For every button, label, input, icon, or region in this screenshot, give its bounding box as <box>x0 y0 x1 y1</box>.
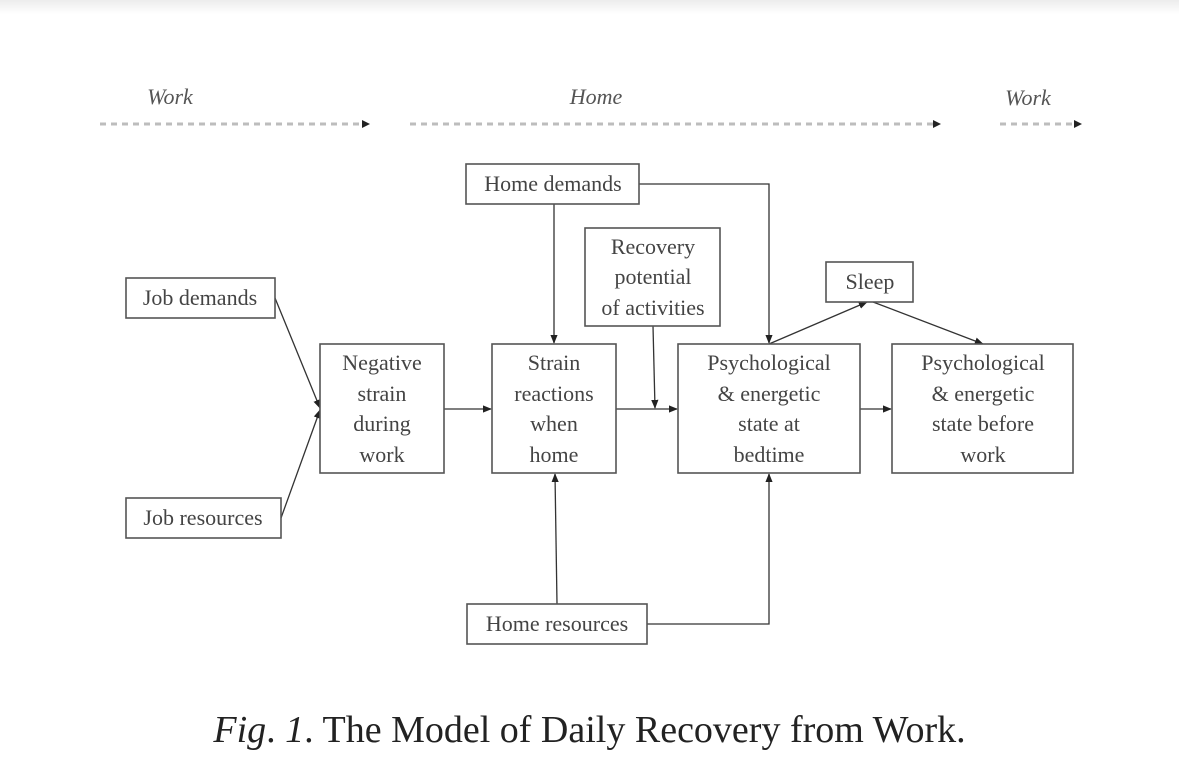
node-label: Job resources <box>143 505 262 530</box>
node-label-line: Strain <box>528 350 581 375</box>
edge-recovery-potential-moderator <box>651 325 659 409</box>
node-home-demands: Home demands <box>465 163 640 205</box>
edge-psych-bedtime-to-sleep <box>768 301 868 345</box>
node-label-line: potential <box>615 264 692 289</box>
node-job-resources: Job resources <box>125 497 282 539</box>
node-label-line: Psychological <box>707 350 830 375</box>
node-label-line: of activities <box>601 295 704 320</box>
figure-caption: Fig. 1. The Model of Daily Recovery from… <box>213 709 966 751</box>
edge-sleep-to-psych-before-work <box>872 301 984 345</box>
node-label: Home demands <box>484 171 621 196</box>
node-psych-before-work: Psychological & energetic state before w… <box>891 343 1074 474</box>
node-label-line: Negative <box>342 350 421 375</box>
node-label-line: bedtime <box>734 442 805 467</box>
node-label-line: work <box>960 442 1005 467</box>
node-label: Job demands <box>143 285 257 310</box>
node-home-resources: Home resources <box>466 603 648 645</box>
caption-fig-prefix: Fig <box>213 709 267 751</box>
node-label-line: state at <box>738 411 800 436</box>
phase-label-work-before: Work <box>147 84 194 109</box>
node-psych-bedtime: Psychological & energetic state at bedti… <box>677 343 861 474</box>
node-label-line: home <box>530 442 579 467</box>
edge-home-resources-to-psych-bedtime <box>647 473 773 625</box>
node-label-line: state before <box>932 411 1034 436</box>
node-recovery-potential: Recovery potential of activities <box>584 227 721 327</box>
node-label-line: & energetic <box>718 381 821 406</box>
recovery-model-diagram: Work Home Work Job demands Job resources… <box>100 84 1082 645</box>
node-label-line: & energetic <box>932 381 1035 406</box>
caption-fig-number: 1 <box>285 709 305 751</box>
caption-text: The Model of Daily Recovery from Work. <box>322 709 966 751</box>
node-label-line: during <box>353 411 410 436</box>
node-label-line: Psychological <box>921 350 1044 375</box>
edge-home-resources-to-strain-reactions <box>551 473 559 605</box>
node-label-line: Recovery <box>611 234 695 259</box>
edge-home-demands-to-psych-bedtime <box>639 183 773 344</box>
node-label-line: when <box>530 411 578 436</box>
top-shadow <box>0 0 1179 14</box>
phase-arrowhead-work-before <box>362 120 370 128</box>
node-label-line: strain <box>358 381 407 406</box>
node-negative-strain: Negative strain during work <box>319 343 445 474</box>
node-label-line: reactions <box>514 381 593 406</box>
phase-label-home: Home <box>569 84 623 109</box>
node-job-demands: Job demands <box>125 277 276 319</box>
phase-arrowhead-work-after <box>1074 120 1082 128</box>
node-label: Sleep <box>846 269 895 294</box>
phase-label-work-after: Work <box>1005 85 1052 110</box>
edge-job-resources-to-negative-strain <box>280 409 321 519</box>
node-label: Home resources <box>486 611 628 636</box>
node-strain-reactions: Strain reactions when home <box>491 343 617 474</box>
node-sleep: Sleep <box>825 261 914 303</box>
node-label-line: work <box>359 442 404 467</box>
edge-job-demands-to-negative-strain <box>274 297 321 409</box>
phase-arrowhead-home <box>933 120 941 128</box>
